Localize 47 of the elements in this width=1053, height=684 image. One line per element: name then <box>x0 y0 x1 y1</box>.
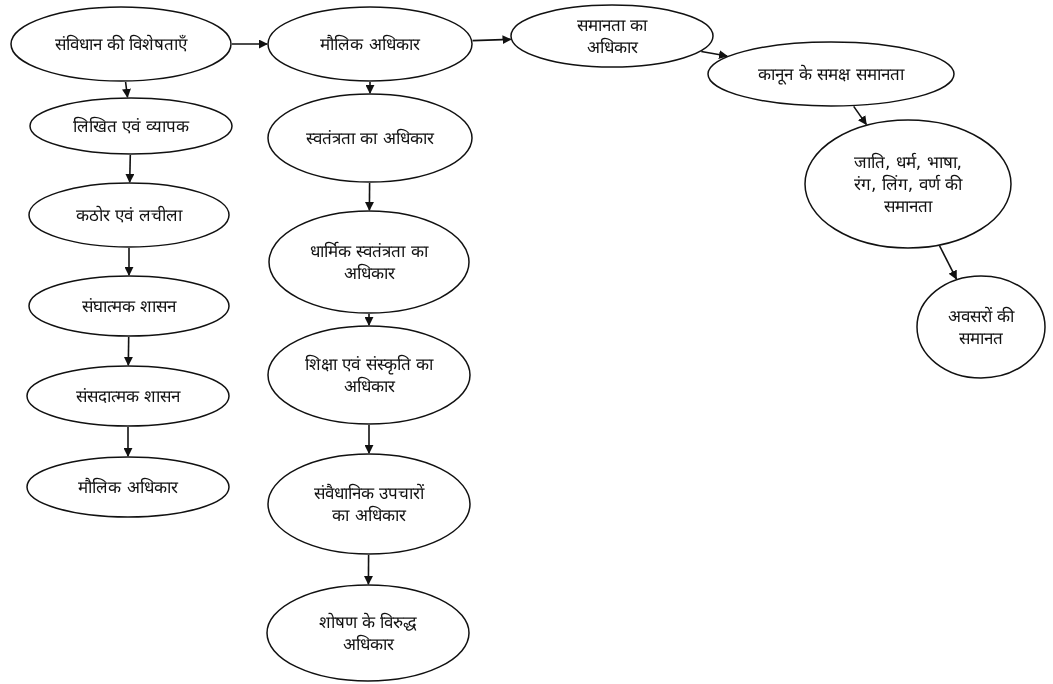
arrow <box>123 336 133 366</box>
arrow <box>364 182 374 211</box>
node-text: संसदात्मक शासन <box>75 384 181 408</box>
node-text: शिक्षा एवं संस्कृति का अधिकार <box>304 352 434 398</box>
ellipse-node <box>10 6 232 82</box>
ellipse-node <box>267 325 471 425</box>
arrow <box>471 35 512 45</box>
arrow <box>364 313 374 326</box>
arrow <box>123 426 133 457</box>
ellipse-node <box>28 275 230 337</box>
arrow <box>364 424 374 454</box>
arrow <box>122 81 131 98</box>
ellipse-node <box>267 6 473 82</box>
ellipse-node <box>707 41 955 107</box>
node-text: धार्मिक स्वतंत्रता का अधिकार <box>309 239 430 285</box>
ellipse-node <box>29 97 233 155</box>
arrow <box>700 50 728 60</box>
ellipse-node <box>28 182 230 248</box>
node-text: समानता का अधिकार <box>575 13 649 59</box>
ellipse-node <box>266 584 470 682</box>
node-text: संवैधानिक उपचारों का अधिकार <box>312 481 426 527</box>
arrow <box>124 247 134 276</box>
arrow <box>365 81 375 94</box>
node-text: मौलिक अधिकार <box>320 32 420 56</box>
ellipse-node <box>510 4 714 68</box>
node-text: लिखित एवं व्यापक <box>73 114 189 138</box>
node-text: शोषण के विरुद्ध अधिकार <box>317 610 419 656</box>
node-text: मौलिक अधिकार <box>78 475 178 499</box>
arrow <box>363 554 373 585</box>
arrow <box>852 105 868 126</box>
ellipse-node <box>267 453 471 555</box>
arrow <box>125 154 135 183</box>
node-text: कानून के समक्ष समानता <box>758 62 904 86</box>
node-text: स्वतंत्रता का अधिकार <box>306 126 434 150</box>
node-text: अवसरों की समानत <box>946 304 1016 350</box>
node-text: संघात्मक शासन <box>81 294 177 318</box>
ellipse-node <box>804 119 1012 249</box>
ellipse-node <box>916 275 1046 379</box>
ellipse-node <box>26 365 230 427</box>
ellipse-node <box>268 210 470 314</box>
node-text: संविधान की विशेषताएँ <box>54 32 188 56</box>
ellipse-node <box>267 93 473 183</box>
arrow <box>938 245 958 280</box>
arrow <box>231 39 268 49</box>
node-text: कठोर एवं लचीला <box>76 203 182 227</box>
ellipse-node <box>26 456 230 518</box>
node-text: जाति, धर्म, भाषा, रंग, लिंग, वर्ण की समानता <box>853 150 964 218</box>
